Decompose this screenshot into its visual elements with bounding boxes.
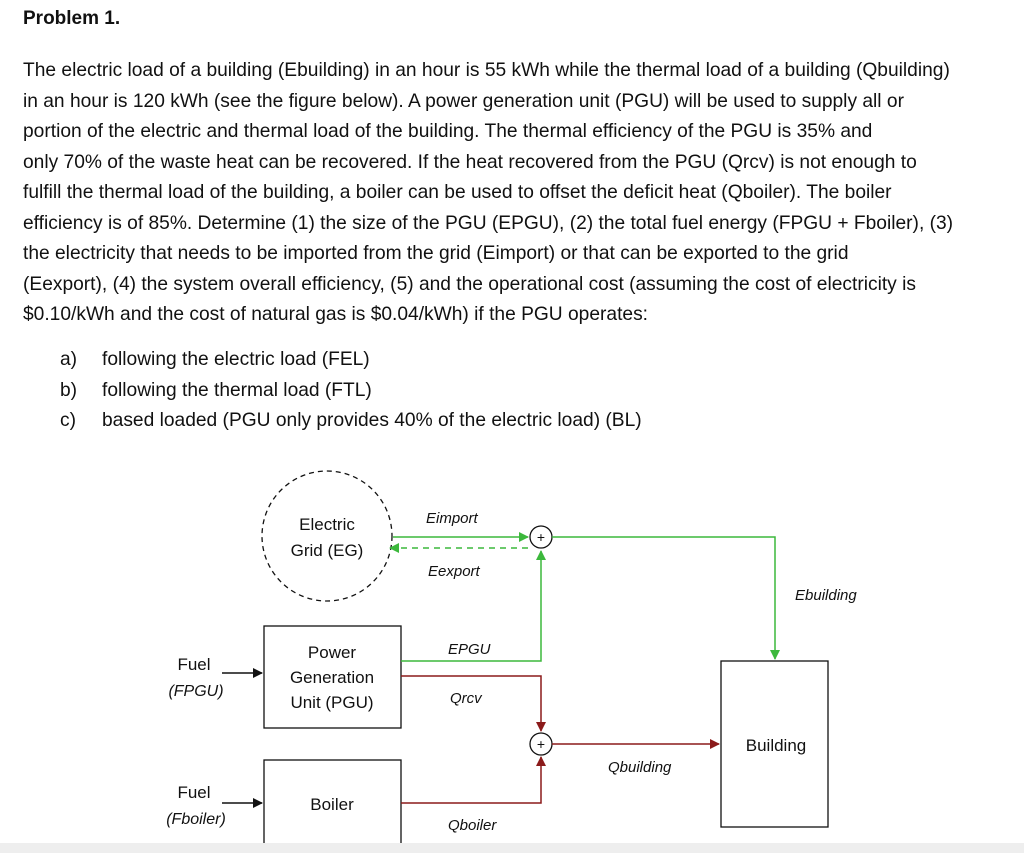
e-pgu-arrow xyxy=(401,550,546,662)
fuel-pgu-label-line1: Fuel xyxy=(177,655,210,674)
fuel-pgu-label-line2: (FPGU) xyxy=(168,683,223,700)
pgu-box xyxy=(263,625,402,729)
e-pgu-label: EPGU xyxy=(448,641,491,658)
problem-paragraph: The electric load of a building (Ebuildi… xyxy=(23,60,954,325)
building-label: Building xyxy=(746,736,807,755)
pgu-label-line1: Power xyxy=(308,643,357,662)
grid-label-line2: Grid (EG) xyxy=(291,541,364,560)
pgu-label-line2: Generation xyxy=(290,668,374,687)
e-export-label: Eexport xyxy=(428,563,481,580)
e-import-label: Eimport xyxy=(426,510,479,527)
e-building-label: Ebuilding xyxy=(795,587,857,604)
list-text: based loaded (PGU only provides 40% of t… xyxy=(102,410,642,431)
fuel-boiler-label-line1: Fuel xyxy=(177,783,210,802)
problem-title: Problem 1. xyxy=(23,8,121,29)
fuel-boiler-label-line2: (Fboiler) xyxy=(166,811,226,828)
boiler-label: Boiler xyxy=(310,795,354,814)
list-item: c) based loaded (PGU only provides 40% o… xyxy=(60,406,642,437)
pgu-label-line3: Unit (PGU) xyxy=(290,693,373,712)
grid-label-line1: Electric xyxy=(299,515,355,534)
list-marker: b) xyxy=(60,379,78,401)
thermal-sum-symbol: + xyxy=(537,736,545,752)
e-building-arrow xyxy=(552,536,780,660)
list-text: following the electric load (FEL) xyxy=(102,349,370,370)
q-rcv-label: Qrcv xyxy=(450,690,483,707)
list-marker: a) xyxy=(60,349,78,370)
list-item: b) following the thermal load (FTL) xyxy=(60,376,642,407)
operating-modes-list: a) following the electric load (FEL) b) … xyxy=(60,345,642,437)
page-bottom-strip xyxy=(0,843,1024,853)
q-rcv-arrow xyxy=(401,675,546,732)
list-marker: c) xyxy=(60,410,76,431)
list-text: following the thermal load (FTL) xyxy=(102,379,372,401)
boiler-box xyxy=(263,759,402,846)
electric-grid-node xyxy=(261,470,393,602)
list-item: a) following the electric load (FEL) xyxy=(60,345,642,376)
building-box xyxy=(720,660,829,828)
electric-sum-symbol: + xyxy=(537,529,545,545)
q-boiler-arrow xyxy=(401,756,546,804)
q-building-label: Qbuilding xyxy=(608,759,672,776)
q-boiler-label: Qboiler xyxy=(448,817,497,834)
